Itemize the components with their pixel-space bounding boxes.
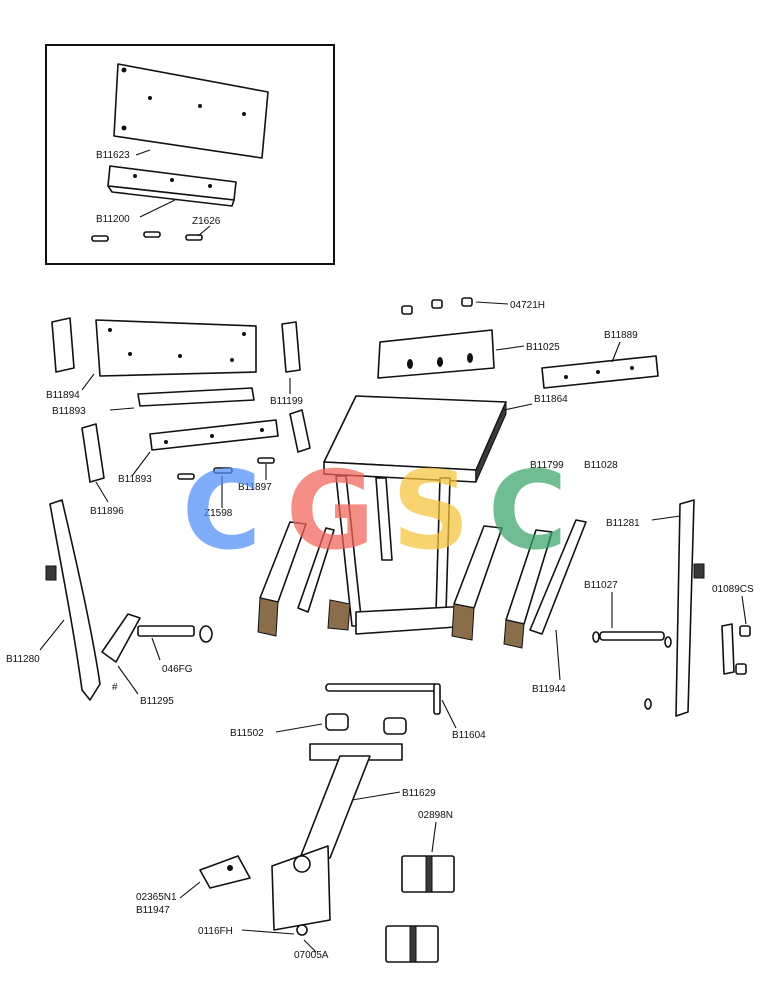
block-b11896	[81, 423, 105, 483]
rod-b11027	[599, 631, 665, 641]
label-b11896: B11896	[90, 506, 124, 517]
bushing-b11502-b	[383, 717, 407, 735]
lever-b11281	[675, 499, 695, 717]
label-b11623: B11623	[96, 150, 130, 161]
watermark-letter-1: C	[182, 449, 261, 574]
label-b11025: B11025	[526, 342, 560, 353]
label-b11199: B11199	[270, 396, 303, 407]
label-b11897: B11897	[238, 482, 272, 493]
label-0116fh: 0116FH	[198, 926, 233, 937]
cam-plate-02365n1	[199, 855, 251, 889]
upper-left-parts: B11894 B11893 B11199 B11893 B11897 Z1598…	[46, 317, 311, 519]
watermark-letter-2: G	[286, 449, 375, 574]
right-lever-parts: B11281 B11027 01089CS	[584, 499, 754, 717]
label-07005a: 07005A	[294, 950, 329, 961]
label-b11947: B11947	[136, 905, 170, 916]
label-b11799: B11799	[530, 460, 564, 471]
lower-center-parts: B11604 B11502 B11629 0116FH 07005A 02365…	[136, 683, 486, 963]
cgsc-watermark: C G S C	[182, 449, 567, 574]
plate-b11623	[113, 63, 269, 159]
label-z1626: Z1626	[192, 216, 221, 227]
inset-detail-box: B11623 B11200 Z1626	[45, 44, 335, 265]
label-b11280: B11280	[6, 654, 40, 665]
label-01089cs: 01089CS	[712, 584, 754, 595]
screws-z1626	[91, 231, 203, 242]
handle-bar	[309, 743, 403, 761]
label-b11027: B11027	[584, 580, 618, 591]
label-04721h: 04721H	[510, 300, 545, 311]
label-02898n: 02898N	[418, 810, 453, 821]
label-b11281: B11281	[606, 518, 640, 529]
mounting-plate	[95, 319, 257, 377]
block-b11199	[289, 409, 311, 453]
label-b11894: B11894	[46, 390, 80, 401]
label-b11629: B11629	[402, 788, 436, 799]
label-046fg: 046FG	[162, 664, 193, 675]
plate-b11025	[377, 329, 495, 379]
bushing-b11502-a	[325, 713, 349, 731]
label-b11502: B11502	[230, 728, 264, 739]
label-b11893-upper: B11893	[52, 406, 86, 417]
watermark-letter-4: C	[488, 449, 567, 574]
label-b11889: B11889	[604, 330, 638, 341]
bar-b11893-upper	[137, 387, 255, 407]
bar-b11893-lower	[149, 419, 279, 451]
housing	[271, 845, 331, 931]
label-b11864: B11864	[534, 394, 568, 405]
label-b11893-lower: B11893	[118, 474, 152, 485]
crank-b11295	[101, 613, 141, 663]
lever-b11280	[49, 499, 101, 701]
label-b11604: B11604	[452, 730, 486, 741]
bar-b11944	[529, 519, 587, 635]
central-frame-assembly: B11864 B11944 B11799 B11028	[257, 394, 618, 695]
left-lever-parts: B11280 046FG B11295 #	[6, 499, 213, 707]
label-b11200: B11200	[96, 214, 130, 225]
label-b11944: B11944	[532, 684, 566, 695]
label-b11295: B11295	[140, 696, 174, 707]
upper-right-parts: 04721H B11025 B11889	[377, 297, 659, 389]
handle-b11629	[299, 755, 371, 859]
side-bracket-right	[281, 321, 301, 373]
label-02365n1: 02365N1	[136, 892, 177, 903]
side-bracket-left	[51, 317, 75, 373]
rod-b11604	[325, 683, 439, 692]
watermark-letter-3: S	[392, 449, 470, 574]
pin-mark: #	[112, 682, 118, 693]
label-b11028: B11028	[584, 460, 618, 471]
label-z1598: Z1598	[204, 508, 233, 519]
